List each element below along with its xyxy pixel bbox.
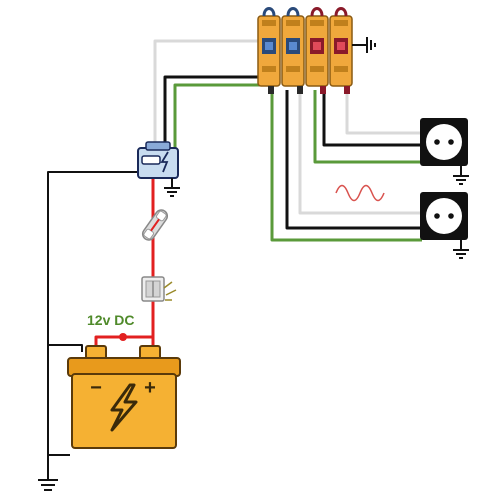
socket-1 <box>420 118 469 185</box>
lightning-bolt-icon <box>110 383 138 432</box>
ground-icon <box>352 37 376 53</box>
socket-2 <box>420 192 469 259</box>
inverter-ground-icon <box>164 178 180 197</box>
wire-neutral-socket1 <box>345 90 422 135</box>
wire-neutral-inverter-breaker <box>153 39 262 150</box>
fuse-icon <box>141 209 169 241</box>
breaker-terminals <box>268 86 350 94</box>
ac-wave-icon <box>335 184 385 202</box>
circuit-breaker-panel <box>257 7 376 94</box>
wire-live-inverter-breaker <box>163 75 262 150</box>
battery-plus-sign: + <box>144 377 156 399</box>
battery-minus-sign: − <box>90 377 102 399</box>
wire-earth-socket1 <box>313 90 422 164</box>
wires <box>47 39 422 480</box>
circuit-breaker-2 <box>281 7 305 87</box>
socket-1-ground-icon <box>453 166 469 185</box>
circuit-breaker-1 <box>257 7 281 87</box>
battery-icon: − + <box>67 345 181 449</box>
circuit-breaker-3 <box>305 7 329 87</box>
wire-live-socket2 <box>285 90 422 230</box>
wire-neutral-socket2 <box>298 90 422 215</box>
switch-icon <box>141 276 177 302</box>
wire-earth-inverter-breaker <box>173 83 262 150</box>
wire-dc-negative <box>48 344 83 352</box>
dc-connection-dot <box>119 333 127 341</box>
socket-2-ground-icon <box>453 240 469 259</box>
wire-ground-main <box>47 171 140 480</box>
circuit-breaker-4 <box>329 7 353 87</box>
battery-voltage-label: 12v DC <box>87 312 134 328</box>
inverter-icon <box>137 141 180 197</box>
wire-live-socket1 <box>322 90 422 147</box>
main-ground-icon <box>38 479 58 491</box>
wire-earth-socket2 <box>270 90 422 242</box>
